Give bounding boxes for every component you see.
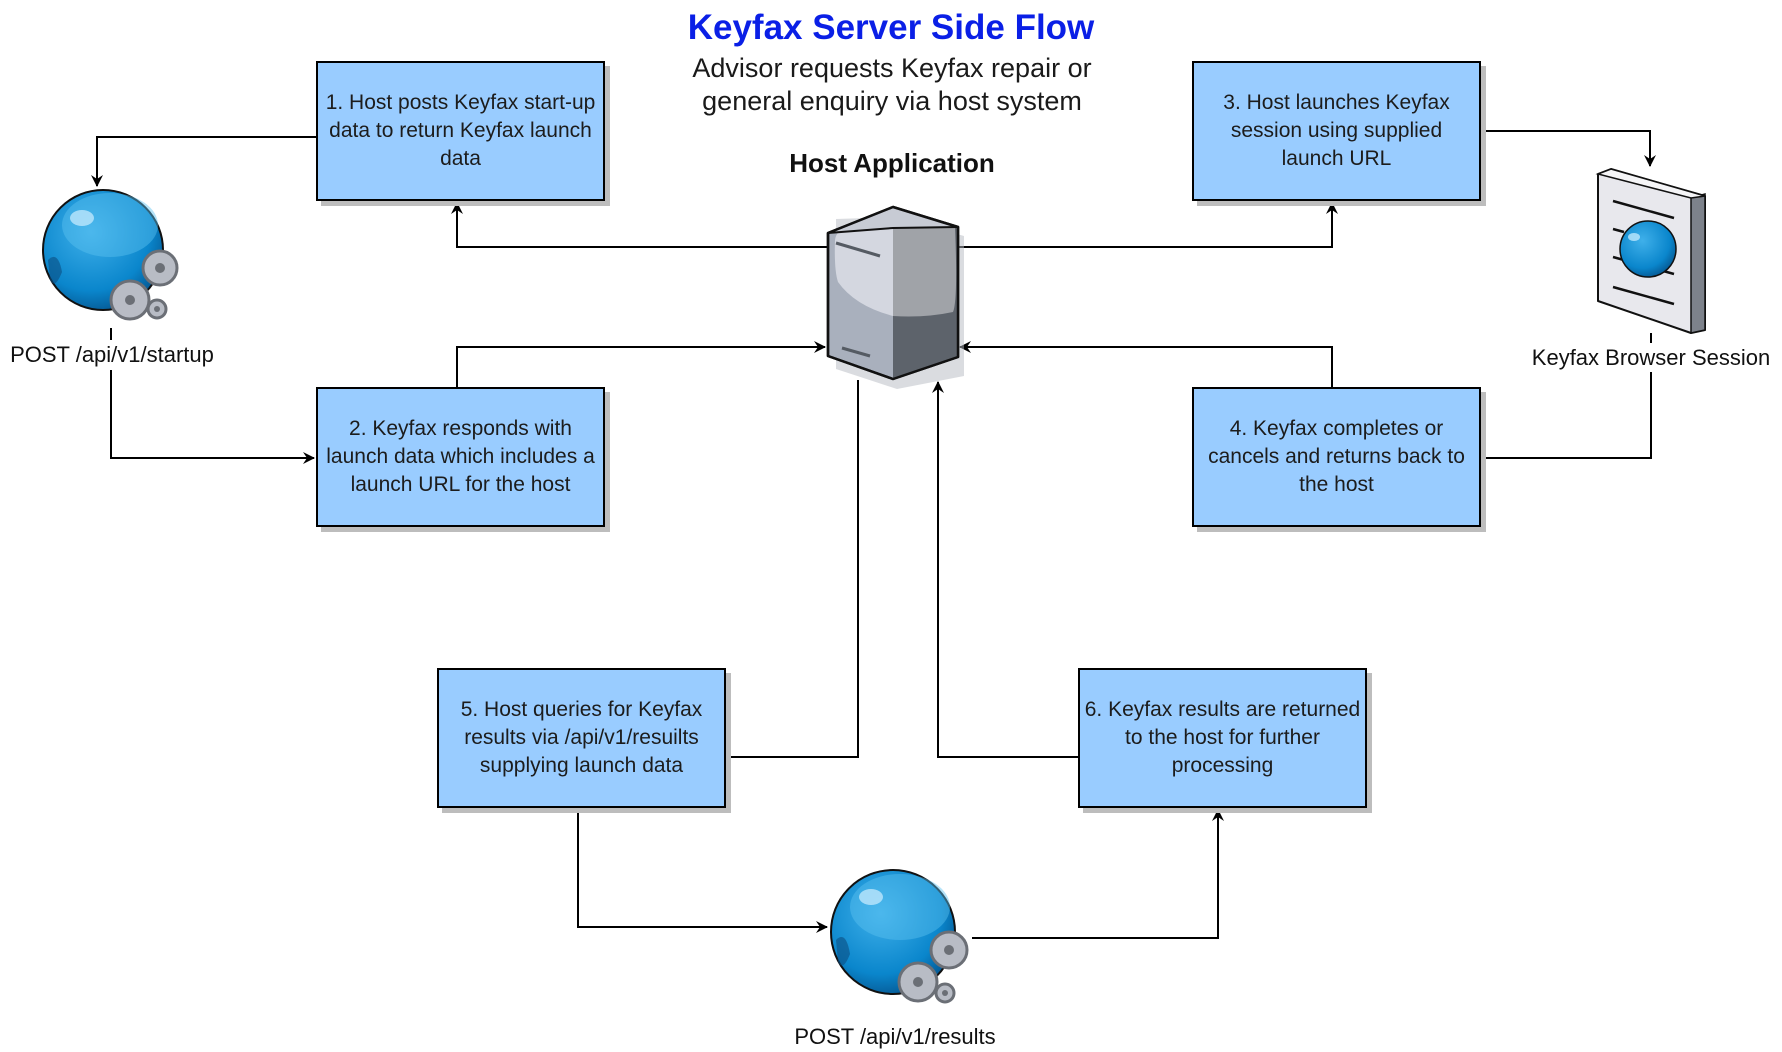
browser-session-label: Keyfax Browser Session	[1520, 345, 1782, 371]
edge-step5-to-results	[577, 808, 828, 933]
step-2-text: 2. Keyfax responds with launch data whic…	[326, 417, 595, 496]
step-2-box: 2. Keyfax responds with launch data whic…	[316, 387, 605, 527]
edge-step6-to-host	[932, 381, 1078, 758]
edge-step2-to-host	[456, 341, 826, 387]
step-5-text: 5. Host queries for Keyfax results via /…	[460, 698, 703, 777]
edge-step4-to-host	[959, 341, 1333, 387]
diagram-title: Keyfax Server Side Flow	[687, 8, 1095, 47]
step-3-text: 3. Host launches Keyfax session using su…	[1223, 91, 1450, 170]
step-5-box: 5. Host queries for Keyfax results via /…	[437, 668, 726, 808]
edge-results-to-step6	[972, 809, 1224, 939]
step-3-box: 3. Host launches Keyfax session using su…	[1192, 61, 1481, 201]
edge-host-to-step5	[719, 380, 859, 763]
edge-host-to-step3	[958, 202, 1338, 248]
subtitle-line-2: general enquiry via host system	[702, 86, 1082, 116]
web-service-globe-gears-icon	[830, 869, 969, 1004]
startup-api-label: POST /api/v1/startup	[0, 342, 224, 368]
step-1-text: 1. Host posts Keyfax start-up data to re…	[325, 91, 596, 170]
subtitle-line-1: Advisor requests Keyfax repair or	[692, 53, 1092, 83]
step-6-text: 6. Keyfax results are returned to the ho…	[1084, 698, 1361, 777]
host-application-label: Host Application	[789, 148, 995, 178]
web-service-globe-gears-icon	[42, 189, 179, 321]
results-api-label: POST /api/v1/results	[780, 1024, 1010, 1050]
edge-step3-to-browser	[1473, 130, 1656, 167]
edge-startup-to-step2	[110, 370, 315, 464]
server-icon	[826, 205, 964, 389]
browser-document-globe-icon	[1595, 168, 1706, 334]
edge-browser-to-step4	[1474, 372, 1652, 464]
diagram-subtitle: Advisor requests Keyfax repair or genera…	[592, 52, 1192, 118]
step-1-box: 1. Host posts Keyfax start-up data to re…	[316, 61, 605, 201]
step-4-box: 4. Keyfax completes or cancels and retur…	[1192, 387, 1481, 527]
step-6-box: 6. Keyfax results are returned to the ho…	[1078, 668, 1367, 808]
step-4-text: 4. Keyfax completes or cancels and retur…	[1208, 417, 1465, 496]
edge-host-to-step1	[451, 202, 827, 248]
edge-step1-to-startup	[91, 136, 316, 187]
